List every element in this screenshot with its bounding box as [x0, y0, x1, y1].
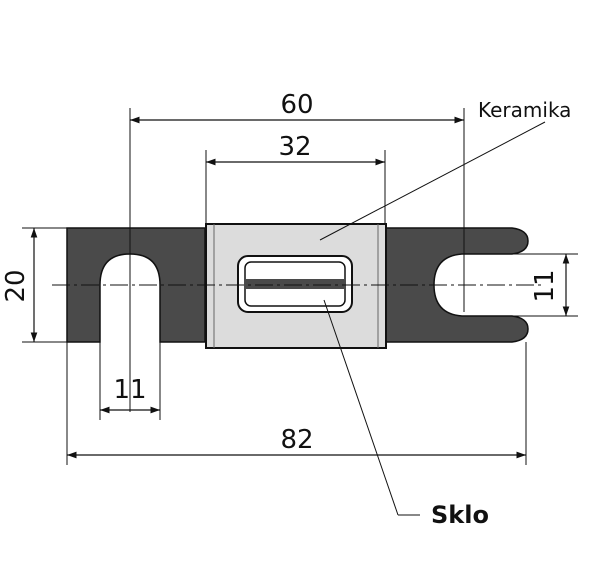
- dim-11-slot: 11: [113, 375, 146, 405]
- label-ceramic: Keramika: [478, 98, 571, 122]
- leader-ceramic: [319, 121, 546, 241]
- fuse-element: [245, 279, 345, 289]
- dim-32: 32: [278, 132, 311, 162]
- dim-20: 20: [1, 269, 31, 302]
- dim-11-fork: 11: [530, 269, 560, 302]
- dim-60: 60: [280, 90, 313, 120]
- leader-glass: [323, 299, 399, 516]
- dim-82: 82: [280, 425, 313, 455]
- label-glass: Sklo: [431, 501, 489, 529]
